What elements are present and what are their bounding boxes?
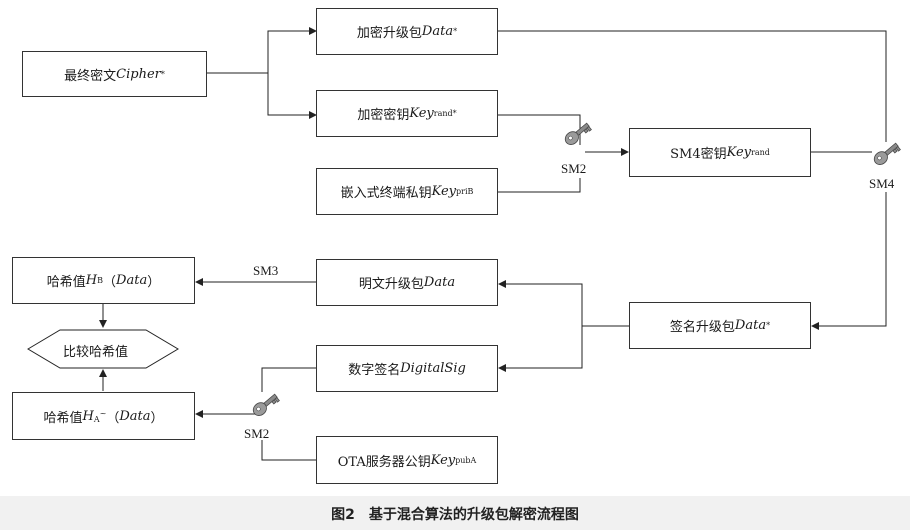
- node-sub: priB: [456, 187, 474, 196]
- node-var: Key: [431, 184, 457, 199]
- edge-enc-key-sm2: [498, 114, 581, 145]
- node-arg: Data: [116, 273, 148, 288]
- node-sup: *: [766, 321, 771, 330]
- edge-enc-package-sm4: [498, 30, 887, 142]
- edge-label-sm2-bottom: SM2: [244, 426, 270, 441]
- node-var: Data: [421, 24, 454, 39]
- edge-sm4-signed: [811, 192, 887, 330]
- node-paren-open: （: [103, 275, 117, 290]
- node-sup: *: [160, 69, 165, 79]
- edge-split-enc-key: [267, 73, 317, 119]
- node-sub: rand: [751, 148, 770, 157]
- edge-label-sm4: SM4: [869, 176, 895, 191]
- key-icon: [252, 393, 280, 416]
- node-accent: ~: [99, 408, 107, 418]
- node-sub: rand: [433, 109, 453, 118]
- node-var: Key: [430, 452, 456, 468]
- node-sub: pubA: [455, 455, 477, 465]
- node-arg: Data: [119, 408, 151, 424]
- node-var: Data: [423, 275, 456, 290]
- edge-sig-sm2: [261, 367, 316, 392]
- node-label: 签名升级包: [669, 320, 735, 335]
- figure-caption: 图2 基于混合算法的升级包解密流程图: [331, 507, 579, 523]
- node-label: 加密密钥: [357, 108, 410, 123]
- node-label: 数字签名: [348, 363, 401, 378]
- key-icon: [873, 142, 901, 165]
- node-var: DigitalSig: [400, 361, 466, 376]
- node-var: Cipher: [116, 66, 161, 82]
- node-sub: A~: [94, 409, 106, 424]
- node-sup: *: [453, 27, 458, 36]
- edge-label-sm2-top: SM2: [561, 161, 587, 176]
- node-var: H: [82, 408, 94, 424]
- node-label: 明文升级包: [358, 277, 424, 292]
- compare-shape: [27, 329, 179, 369]
- node-label: SM4密钥: [670, 147, 727, 162]
- node-sup: *: [452, 109, 457, 118]
- edge-split-enc-package: [267, 27, 317, 73]
- edge-label-sm3: SM3: [253, 263, 279, 278]
- compare-label: 比较哈希值: [63, 345, 129, 360]
- node-label: 加密升级包: [356, 26, 422, 41]
- edge-split-plain: [498, 280, 583, 326]
- node-label: 最终密文: [64, 68, 117, 84]
- node-paren-open: （: [106, 410, 120, 426]
- edge-privkey-sm2: [498, 178, 581, 193]
- node-label: 哈希值: [43, 410, 83, 426]
- edge-ota-sm2: [261, 440, 316, 461]
- node-var: Data: [734, 318, 767, 333]
- key-icon: [564, 122, 592, 145]
- node-sub: B: [97, 276, 104, 285]
- caption-band: [0, 496, 910, 530]
- node-var: Key: [409, 106, 434, 121]
- node-var: H: [85, 273, 98, 288]
- node-paren-close: ）: [150, 410, 164, 426]
- node-sub-letter: A: [93, 414, 100, 424]
- node-label: 哈希值: [46, 275, 86, 290]
- node-paren-close: ）: [147, 275, 161, 290]
- node-var: Key: [726, 145, 752, 160]
- node-label: OTA服务器公钥: [337, 454, 431, 470]
- node-label: 嵌入式终端私钥: [340, 186, 432, 201]
- edge-split-sig: [498, 326, 583, 372]
